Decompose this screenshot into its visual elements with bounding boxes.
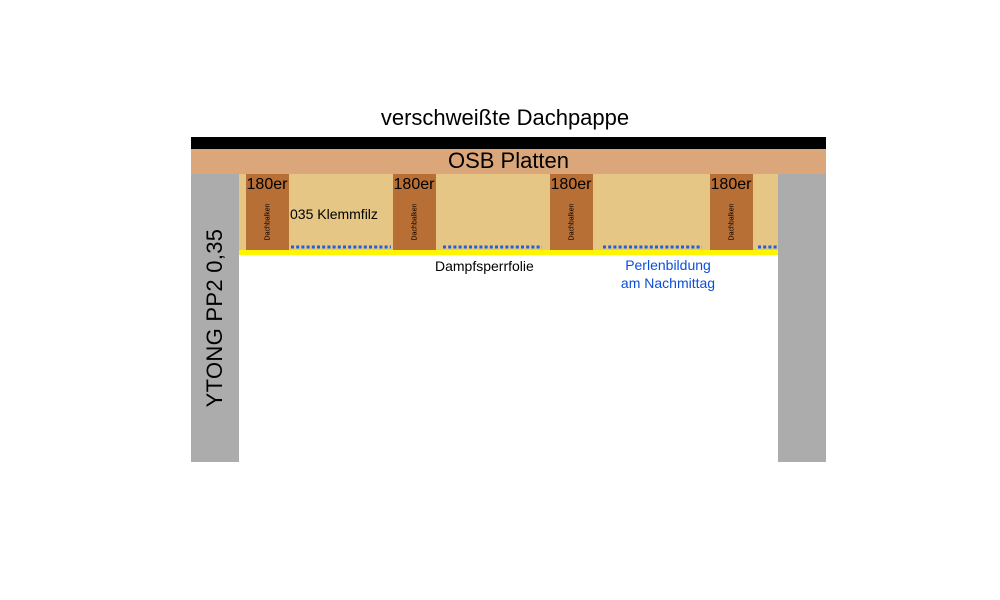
condensation-dots-1 — [291, 245, 391, 249]
insulation-layer — [239, 174, 778, 250]
beam-3 — [550, 174, 593, 250]
beam-2-size: 180er — [393, 176, 435, 193]
beam-1-label: Dachbalken — [246, 194, 289, 250]
osb-label: OSB Platten — [447, 148, 570, 173]
condensation-label-line-2: am Nachmittag — [620, 275, 716, 291]
beam-4 — [710, 174, 753, 250]
beam-4-size: 180er — [710, 176, 752, 193]
roofing-felt-layer — [191, 137, 826, 149]
wall-label: YTONG PP2 0,35 — [191, 174, 239, 462]
beam-1-label-text: Dachbalken — [264, 203, 271, 241]
beam-4-label-text: Dachbalken — [728, 203, 735, 241]
beam-3-size: 180er — [550, 176, 592, 193]
vapor-barrier — [239, 250, 778, 255]
condensation-dots-3 — [603, 245, 702, 249]
roofing-felt-label: verschweißte Dachpappe — [380, 105, 630, 130]
beam-1 — [246, 174, 289, 250]
insulation-label: 035 Klemmfilz — [290, 206, 378, 222]
condensation-dots-2 — [443, 245, 542, 249]
beam-3-label: Dachbalken — [550, 194, 593, 250]
osb-layer: OSB Platten — [191, 149, 826, 174]
beam-4-label: Dachbalken — [710, 194, 753, 250]
beam-2-label-text: Dachbalken — [411, 203, 418, 241]
beam-1-size: 180er — [246, 176, 288, 193]
condensation-label-line-1: Perlenbildung — [625, 257, 711, 273]
condensation-dots-4 — [758, 245, 778, 249]
wall-label-text: YTONG PP2 0,35 — [202, 228, 227, 408]
beam-2 — [393, 174, 436, 250]
condensation-label: Perlenbildung am Nachmittag — [600, 256, 736, 292]
beam-3-label-text: Dachbalken — [568, 203, 575, 241]
wall-right — [778, 174, 826, 462]
wall-left — [191, 174, 239, 462]
vapor-barrier-label: Dampfsperrfolie — [435, 258, 534, 274]
beam-2-label: Dachbalken — [393, 194, 436, 250]
